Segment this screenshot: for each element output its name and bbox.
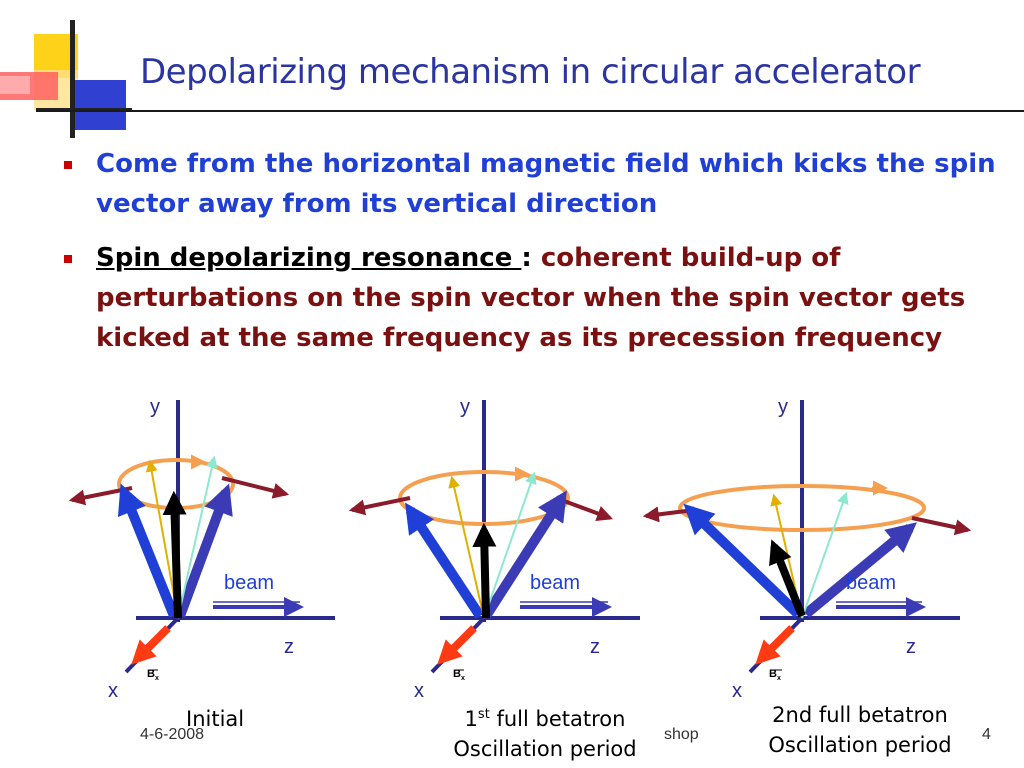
panel-first-betatron (348, 400, 640, 674)
caption-line: 2nd full betatron (772, 703, 948, 727)
bullet-colon: : (521, 243, 532, 273)
y-axis-label: y (460, 396, 470, 418)
bullet-text: Come from the horizontal magnetic field … (96, 149, 996, 219)
panel-second-betatron (642, 400, 972, 674)
spin-projection-mint (801, 491, 849, 619)
field-vector (437, 625, 477, 665)
field-label: Bx (769, 668, 781, 683)
footer-date: 4-6-2008 (140, 726, 205, 743)
slide-title: Depolarizing mechanism in circular accel… (140, 52, 921, 92)
spin-projection-mint (177, 455, 218, 619)
field-vector (755, 625, 795, 665)
kick-arrow-left (348, 496, 411, 516)
slide-logo (0, 20, 132, 138)
spin-vector-left (117, 483, 179, 618)
spin-vector-right (175, 483, 233, 618)
caption-first-betatron: 1st full betatron Oscillation period (436, 700, 654, 764)
spin-vector-right (802, 522, 917, 618)
field-vector (131, 625, 171, 665)
beam-label: beam (530, 572, 581, 594)
spin-vector-net (769, 539, 806, 618)
beam-label: beam (224, 572, 275, 594)
spin-vector-net (162, 490, 187, 619)
field-label: Bx (453, 668, 465, 683)
bullet-marker (64, 255, 72, 263)
x-axis-label: x (732, 680, 742, 702)
caption-line: Oscillation period (768, 733, 952, 757)
kick-arrow-right (221, 476, 290, 499)
precession-ring (678, 484, 926, 532)
spin-vector-left (405, 502, 485, 619)
spin-projection-mint (483, 471, 537, 619)
x-axis-label: x (414, 680, 424, 702)
y-axis-label: y (778, 396, 788, 418)
bullet-item: Spin depolarizing resonance : coherent b… (58, 238, 998, 358)
bullet-term: Spin depolarizing resonance (96, 243, 522, 273)
x-axis-label: x (108, 680, 118, 702)
panel-initial (68, 400, 335, 674)
spin-vector-left (683, 503, 802, 618)
spin-vector-net (472, 522, 497, 619)
slide-number: 4 (982, 726, 991, 743)
z-axis-label: z (906, 636, 916, 658)
kick-arrow-right (911, 516, 972, 536)
caption-line: Oscillation period (453, 737, 637, 761)
spin-vector-right (481, 490, 567, 619)
bullet-marker (64, 161, 72, 169)
y-axis-label: y (150, 396, 160, 418)
footer-venue: shop (664, 726, 699, 743)
beam-label: beam (846, 572, 897, 594)
title-divider (36, 110, 1024, 112)
bullet-text: coherent build-up of perturbations on th… (96, 243, 966, 353)
z-axis-label: z (590, 636, 600, 658)
spin-projection-yellow (448, 475, 485, 619)
caption-initial: Initial (186, 707, 245, 731)
caption-second-betatron: 2nd full betatron Oscillation period (750, 700, 970, 760)
bullet-list: Come from the horizontal magnetic field … (58, 144, 998, 358)
z-axis-label: z (284, 636, 294, 658)
caption-line: 1st full betatron (464, 707, 626, 731)
field-label: Bx (147, 668, 159, 683)
bullet-item: Come from the horizontal magnetic field … (58, 144, 998, 224)
